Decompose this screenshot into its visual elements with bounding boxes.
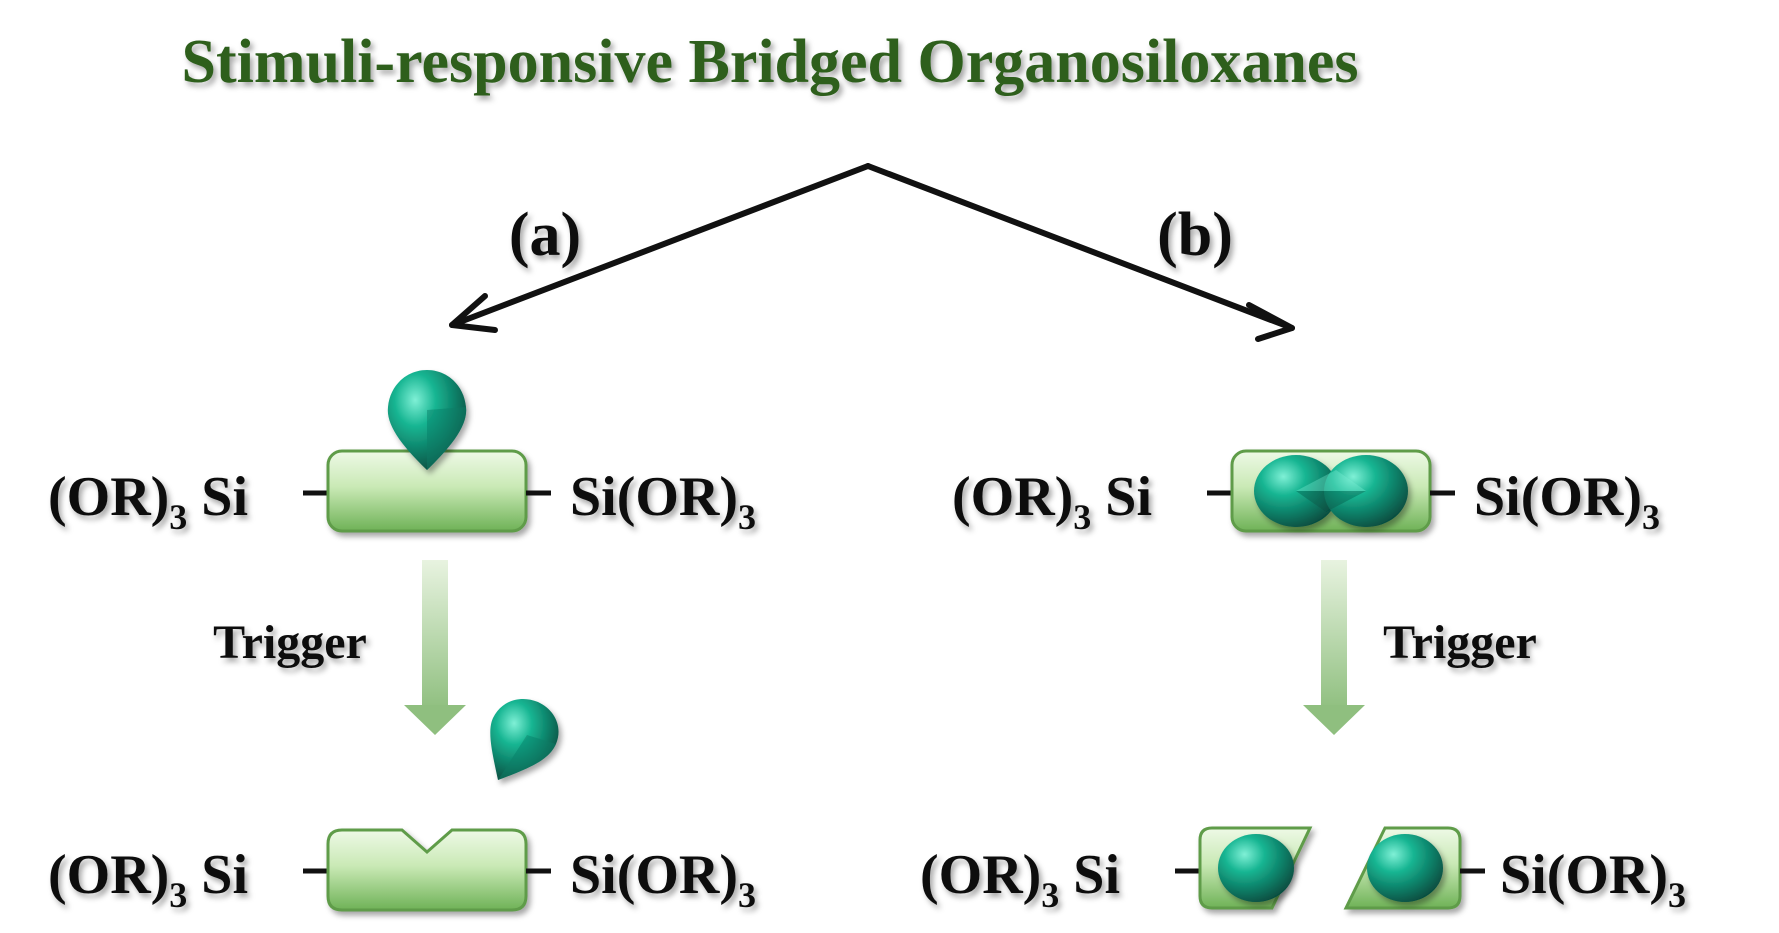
- molecule-b-before: (OR)3 Si Si(OR)3: [952, 449, 1660, 537]
- left-silyl-group: (OR)3 Si: [48, 466, 248, 537]
- left-silyl-group: (OR)3 Si: [48, 844, 248, 915]
- linked-sphere-pair: [1254, 455, 1408, 527]
- molecule-a-after: (OR)3 Si Si(OR)3: [48, 828, 756, 915]
- branch-label-b: (b): [1157, 201, 1233, 269]
- right-silyl-group: Si(OR)3: [1474, 466, 1660, 537]
- bridge-block-empty-site: [326, 828, 528, 912]
- right-silyl-group: Si(OR)3: [570, 844, 756, 915]
- released-drop-a: [490, 698, 559, 780]
- branch-label-a: (a): [509, 201, 581, 269]
- down-arrow-a: [404, 560, 466, 735]
- branch-arrow-b-head: [1246, 302, 1295, 342]
- page-title: Stimuli-responsive Bridged Organosiloxan…: [182, 28, 1359, 96]
- released-sphere-right: [1367, 834, 1443, 902]
- right-silyl-group: Si(OR)3: [570, 466, 756, 537]
- branch-arrows: [449, 163, 1295, 342]
- branch-arrow-a-head: [449, 293, 498, 333]
- down-arrow-b: [1303, 560, 1365, 735]
- left-silyl-group: (OR)3 Si: [920, 844, 1120, 915]
- molecule-a-before: (OR)3 Si Si(OR)3: [48, 370, 756, 537]
- left-silyl-group: (OR)3 Si: [952, 466, 1152, 537]
- trigger-label-b: Trigger: [1383, 616, 1537, 669]
- branch-arrow-a: [449, 163, 871, 328]
- branch-arrow-b: [865, 163, 1295, 331]
- molecule-b-after: (OR)3 Si Si(OR)3: [920, 826, 1686, 915]
- trigger-label-a: Trigger: [213, 616, 367, 669]
- cargo-drop: [387, 370, 467, 470]
- released-sphere-left: [1218, 834, 1294, 902]
- right-silyl-group: Si(OR)3: [1500, 844, 1686, 915]
